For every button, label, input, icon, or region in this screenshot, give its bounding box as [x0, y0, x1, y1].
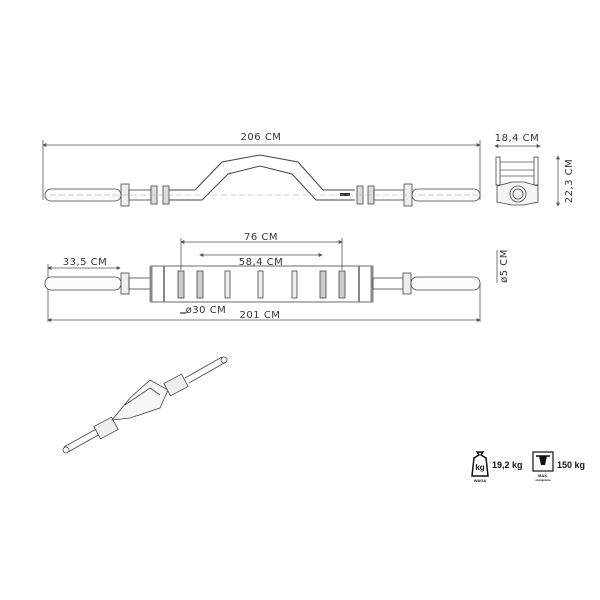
- side-height-label: 22,3 CM: [564, 159, 575, 204]
- side-view: [494, 144, 560, 207]
- front-view: [44, 238, 498, 322]
- grip-diameter-label: ø30 CM: [186, 305, 227, 316]
- diameter-label: ø5 CM: [499, 249, 510, 283]
- weight-spec: kg WAGA 19,2 kg: [471, 451, 523, 483]
- weight-icon-text: kg: [475, 463, 484, 472]
- max-load-spec: MAX. obciążenie 150 kg: [532, 451, 585, 482]
- max-load-value: 150 kg: [557, 460, 585, 470]
- max-caption: MAX.: [538, 473, 548, 478]
- length-label: 206 CM: [241, 132, 282, 143]
- isometric-view: [62, 356, 228, 454]
- top-view: [42, 140, 481, 207]
- weight-icon: [471, 451, 489, 477]
- sleeve-length-label: 33,5 CM: [63, 257, 108, 268]
- inner-span-label: 58,4 CM: [239, 257, 284, 268]
- max-subcaption: obciążenie: [535, 478, 551, 482]
- weight-caption: WAGA: [474, 478, 487, 483]
- total-length-label: 201 CM: [240, 310, 281, 321]
- weight-value: 19,2 kg: [492, 460, 523, 470]
- grip-span-label: 76 CM: [244, 232, 278, 243]
- side-width-label: 18,4 CM: [495, 133, 540, 144]
